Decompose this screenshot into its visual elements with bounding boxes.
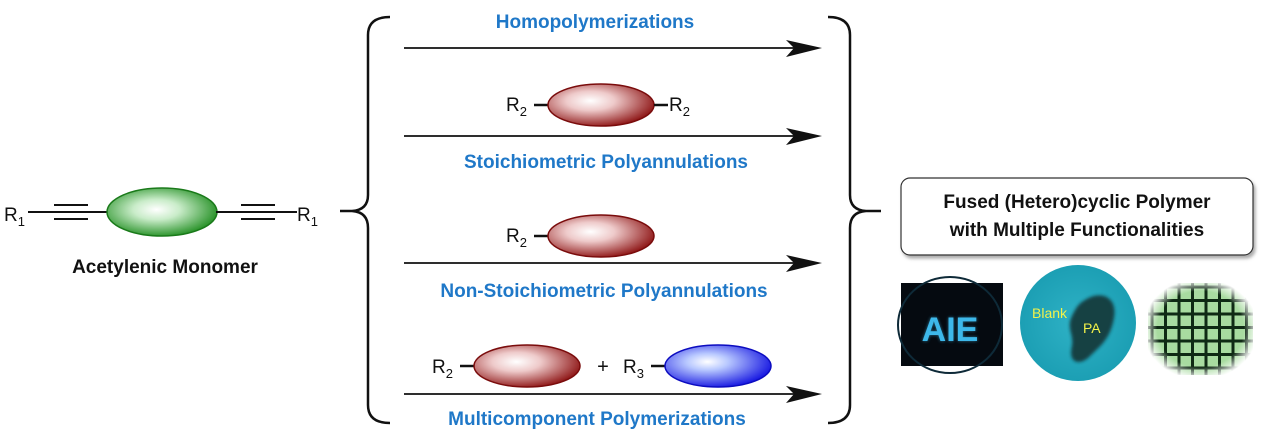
blank-label: Blank (1032, 305, 1068, 321)
grid-pattern-photo (1148, 283, 1253, 375)
red-core-ellipse (547, 83, 655, 127)
aie-photo-text: AIE (922, 311, 979, 349)
monomer-label: Acetylenic Monomer (72, 257, 258, 278)
r2-left-label: R2 (506, 95, 527, 119)
route-label-multicomponent: Multicomponent Polymerizations (448, 409, 746, 430)
arrow-head-icon (786, 255, 822, 272)
plus-sign: + (597, 356, 609, 378)
r3-label: R3 (623, 357, 644, 381)
right-brace (827, 15, 881, 425)
route-label-homopolymerizations: Homopolymerizations (496, 12, 694, 33)
photo-disc-edge (897, 276, 1003, 374)
route-stoichiometric-polyannulation: R2 R2 Stoichiometric Polyannulations (404, 83, 822, 173)
route-non-stoichiometric-polyannulation: R2 Non-Stoichiometric Polyannulations (404, 214, 822, 302)
route-label-stoichiometric: Stoichiometric Polyannulations (464, 152, 748, 173)
fingerprint-smudge (1069, 295, 1115, 362)
r2-right-label: R2 (669, 95, 690, 119)
green-core-ellipse (106, 187, 218, 237)
arrow-head-icon (786, 386, 822, 403)
r2-label: R2 (432, 357, 453, 381)
route-multicomponent-polymerization: R2 + R3 Multicomponent Polymerizations (404, 344, 822, 430)
product-line-2: with Multiple Functionalities (949, 220, 1204, 241)
arrow-head-icon (786, 128, 822, 145)
aie-glow: AIE (922, 311, 979, 349)
r1-left-label: R1 (4, 205, 25, 229)
r1-right-label: R1 (297, 205, 318, 229)
arrow-head-icon (786, 40, 822, 57)
fingerprint-photo: Blank PA (1020, 265, 1136, 381)
product-box-frame (900, 177, 1254, 256)
acetylenic-monomer: R1 R1 Acetylenic Monomer (4, 187, 318, 278)
route-homopolymerization: Homopolymerizations (404, 12, 822, 57)
aie-photo: AIE AIE (897, 276, 1003, 374)
blue-core-ellipse (664, 344, 772, 388)
left-brace (340, 15, 391, 425)
red-core-ellipse (547, 214, 655, 258)
product-line-1: Fused (Hetero)cyclic Polymer (943, 192, 1211, 213)
red-core-ellipse (473, 344, 581, 388)
photo-background (901, 283, 1003, 366)
route-label-non-stoichiometric: Non-Stoichiometric Polyannulations (440, 281, 767, 302)
pa-label: PA (1083, 320, 1101, 336)
product-box: Fused (Hetero)cyclic Polymer with Multip… (900, 177, 1254, 256)
r2-label: R2 (506, 226, 527, 250)
